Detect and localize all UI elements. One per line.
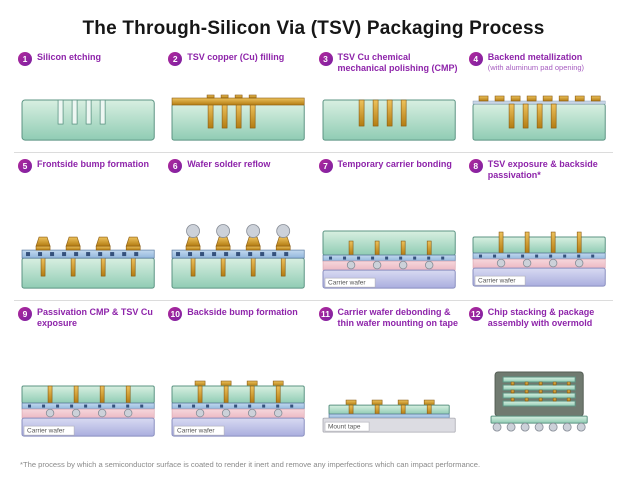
process-row-3: 9 Passivation CMP & TSV Cu exposure xyxy=(14,300,613,452)
step-8-number-badge: 8 xyxy=(468,159,483,173)
step-9-title: Passivation CMP & TSV Cu exposure xyxy=(37,307,153,329)
wafer-graphic xyxy=(171,94,305,141)
step-9-number-badge: 9 xyxy=(18,307,32,321)
step-8: 8 TSV exposure & backside passivation* xyxy=(468,159,609,294)
step-2: 2 TSV copper (Cu) filling xyxy=(168,52,308,146)
step-6: 6 Wafer solder reflow xyxy=(168,159,308,294)
step-12-number-badge: 12 xyxy=(468,307,483,321)
step-5: 5 Frontside bump formation xyxy=(18,159,158,294)
step-1-title: Silicon etching xyxy=(37,52,102,62)
step-3-title: TSV Cu chemical mechanical polishing (CM… xyxy=(337,52,458,74)
package-graphic xyxy=(490,371,588,432)
step-7-header: 7 Temporary carrier bonding xyxy=(318,159,459,191)
carrier-wafer-label-box xyxy=(23,425,75,436)
wafer-graphic: Carrier wafer xyxy=(322,230,456,289)
step-7: 7 Temporary carrier bonding xyxy=(318,159,459,294)
carrier-wafer-label-box xyxy=(324,277,375,288)
backend-metallization-illustration xyxy=(472,95,606,141)
step-5-header: 5 Frontside bump formation xyxy=(18,159,158,191)
step-6-header: 6 Wafer solder reflow xyxy=(168,159,308,191)
mount-tape-illustration: Mount tape xyxy=(322,399,456,433)
step-2-title: TSV copper (Cu) filling xyxy=(187,52,285,62)
solder-reflow-illustration xyxy=(171,223,305,289)
copper-filling-illustration xyxy=(171,94,305,141)
step-1-header: 1 Silicon etching xyxy=(18,52,158,80)
step-4-subtitle: (with aluminum pad opening) xyxy=(487,63,585,73)
carrier-wafer-label-box xyxy=(173,425,225,436)
wafer-graphic xyxy=(21,236,155,289)
step-11-number-badge: 11 xyxy=(318,307,333,321)
step-3-number-badge: 3 xyxy=(318,52,333,66)
step-12-header: 12 Chip stacking & package assembly with… xyxy=(468,307,609,347)
carrier-wafer-label: Carrier wafer xyxy=(478,277,516,284)
step-10-title: Backside bump formation xyxy=(187,307,298,317)
step-10: 10 Backside bump formation xyxy=(168,307,308,446)
wafer-graphic: Carrier wafer xyxy=(472,231,606,287)
step-5-title: Frontside bump formation xyxy=(37,159,149,169)
step-9: 9 Passivation CMP & TSV Cu exposure xyxy=(18,307,158,446)
cmp-illustration xyxy=(322,99,456,141)
footnote: *The process by which a semiconductor su… xyxy=(20,460,481,469)
step-3: 3 TSV Cu chemical mechanical polishing (… xyxy=(318,52,459,146)
carrier-wafer-label: Carrier wafer xyxy=(177,427,215,434)
step-2-number-badge: 2 xyxy=(168,52,183,66)
wafer-graphic xyxy=(322,99,456,141)
wafer-graphic: Carrier wafer xyxy=(21,385,155,437)
carrier-wafer-label: Carrier wafer xyxy=(27,427,65,434)
step-9-header: 9 Passivation CMP & TSV Cu exposure xyxy=(18,307,158,347)
step-4-title: Backend metallization xyxy=(487,52,583,62)
step-11-title: Carrier wafer debonding & thin wafer mou… xyxy=(337,307,459,329)
wafer-graphic: Carrier wafer xyxy=(171,380,305,437)
mount-tape-label-box xyxy=(324,421,369,432)
step-3-header: 3 TSV Cu chemical mechanical polishing (… xyxy=(318,52,459,80)
process-row-1: 1 Silicon etching 2 TSV copper (Cu) fill… xyxy=(14,46,613,152)
step-4-number-badge: 4 xyxy=(468,52,483,66)
wafer-graphic xyxy=(472,95,606,141)
passivation-cmp-illustration: Carrier wafer xyxy=(21,385,155,437)
step-1-number-badge: 1 xyxy=(18,52,32,66)
step-12: 12 Chip stacking & package assembly with… xyxy=(468,307,609,446)
carrier-wafer-label: Carrier wafer xyxy=(328,279,366,286)
silicon-etching-illustration xyxy=(21,99,155,141)
step-8-title: TSV exposure & backside passivation* xyxy=(487,159,598,181)
step-6-number-badge: 6 xyxy=(168,159,183,173)
wafer-graphic xyxy=(171,223,305,289)
chip-stacking-illustration xyxy=(490,371,588,432)
step-7-title: Temporary carrier bonding xyxy=(337,159,452,169)
page-title: The Through-Silicon Via (TSV) Packaging … xyxy=(82,18,545,39)
step-10-number-badge: 10 xyxy=(168,307,183,321)
carrier-bonding-illustration: Carrier wafer xyxy=(322,230,456,289)
step-4: 4 Backend metallization (with aluminum p… xyxy=(468,52,609,146)
step-2-header: 2 TSV copper (Cu) filling xyxy=(168,52,308,80)
backside-bump-illustration: Carrier wafer xyxy=(171,380,305,437)
wafer-graphic: Mount tape xyxy=(322,399,456,433)
step-7-number-badge: 7 xyxy=(318,159,333,173)
tsv-exposure-illustration: Carrier wafer xyxy=(472,231,606,287)
wafer-graphic xyxy=(21,99,155,141)
frontside-bump-illustration xyxy=(21,236,155,289)
step-1: 1 Silicon etching xyxy=(18,52,158,146)
step-12-title: Chip stacking & package assembly with ov… xyxy=(487,307,595,329)
step-5-number-badge: 5 xyxy=(18,159,32,173)
step-11-header: 11 Carrier wafer debonding & thin wafer … xyxy=(318,307,459,347)
step-11: 11 Carrier wafer debonding & thin wafer … xyxy=(318,307,459,446)
step-6-title: Wafer solder reflow xyxy=(187,159,271,169)
carrier-wafer-label-box xyxy=(474,275,526,286)
step-10-header: 10 Backside bump formation xyxy=(168,307,308,347)
step-4-header: 4 Backend metallization (with aluminum p… xyxy=(468,52,609,80)
process-row-2: 5 Frontside bump formation xyxy=(14,152,613,300)
step-8-header: 8 TSV exposure & backside passivation* xyxy=(468,159,609,191)
mount-tape-label: Mount tape xyxy=(328,423,361,430)
